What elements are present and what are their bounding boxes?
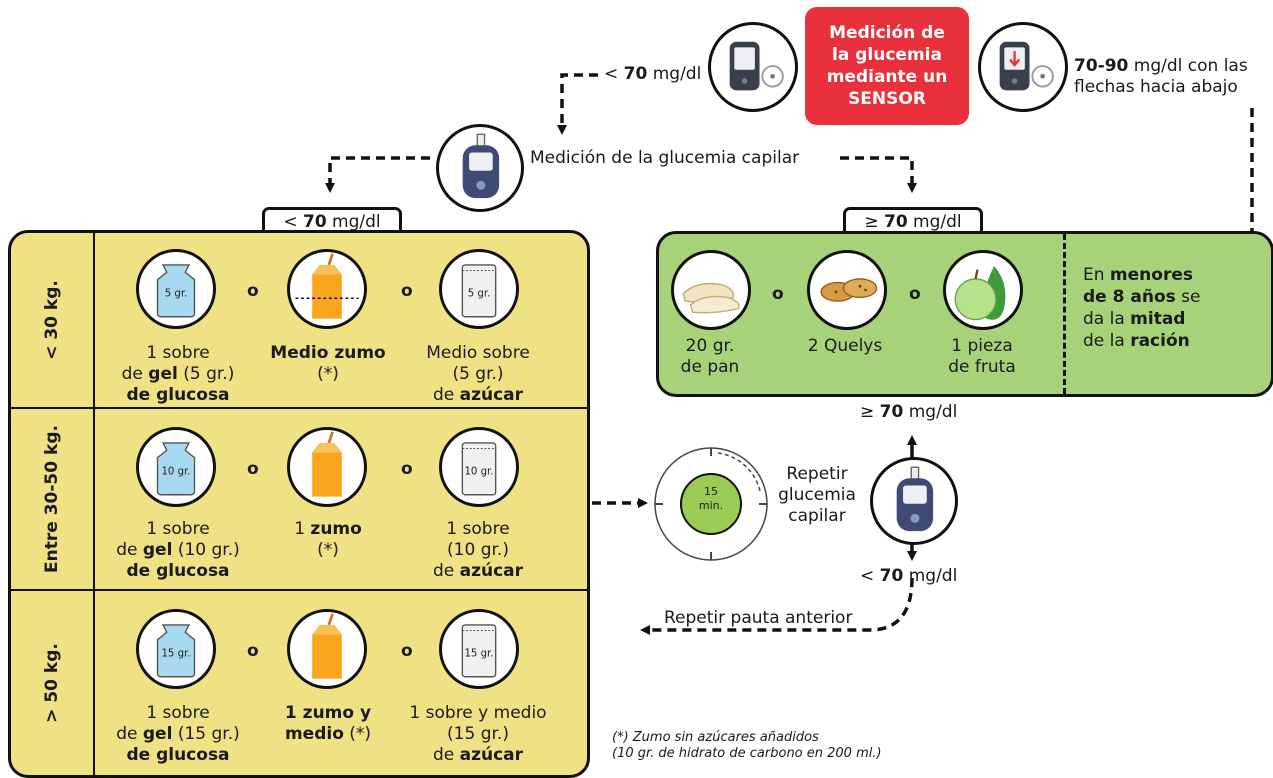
footnote: (*) Zumo sin azúcares añadidos (10 gr. d… [612, 730, 882, 761]
sugar-sachet-icon: 10 gr. [439, 427, 519, 507]
or-label: o [247, 459, 259, 479]
children-half-portion-note: En menores de 8 años se da la mitad de l… [1083, 265, 1201, 351]
svg-text:10 gr.: 10 gr. [464, 466, 493, 477]
juice-dose-label: Medio zumo (*) [270, 343, 386, 384]
dashed-divider [1063, 234, 1066, 394]
glucose-gel-icon: 5 gr. [136, 249, 216, 329]
juice-dose-label: 1 zumo y medio (*) [284, 703, 372, 744]
or-label: o [247, 281, 259, 301]
normal-glucose-snack-panel: o o 20 gr. de pan 2 Quelys 1 pieza de fr… [656, 231, 1273, 397]
or-label: o [401, 281, 413, 301]
gel-dose-label: 1 sobre de gel (15 gr.) de glucosa [116, 703, 240, 765]
repeat-capillary-label: Repetir glucemia capilar [778, 464, 856, 526]
juice-box-icon [287, 609, 367, 689]
crackers-icon [807, 250, 887, 330]
half-juice-icon [287, 249, 367, 329]
gel-dose-label: 1 sobre de gel (10 gr.) de glucosa [116, 519, 240, 581]
svg-text:5 gr.: 5 gr. [468, 288, 491, 299]
fruit-icon [943, 250, 1023, 330]
repeat-previous-label: Repetir pauta anterior [664, 608, 853, 628]
crackers-portion-label: 2 Quelys [807, 336, 883, 356]
svg-text:10 gr.: 10 gr. [161, 466, 190, 477]
sensor-reader-down-arrow-icon [978, 22, 1068, 112]
or-label: o [909, 284, 921, 304]
capillary-measurement-label: Medición de la glucemia capilar [530, 148, 800, 168]
or-label: o [247, 641, 259, 661]
sensor-reader-icon [708, 22, 798, 112]
sensor-line-3: mediante un [826, 67, 948, 87]
timer-dial: 15 min. [652, 445, 770, 563]
svg-text:5 gr.: 5 gr. [165, 288, 188, 299]
sugar-sachet-icon: 15 gr. [439, 609, 519, 689]
or-label: o [401, 641, 413, 661]
top-left-threshold: < 70 mg/dl [604, 64, 702, 84]
or-label: o [401, 459, 413, 479]
glucose-gel-icon: 10 gr. [136, 427, 216, 507]
sensor-line-1: Medición de [829, 23, 945, 43]
sensor-line-2: la glucemia [832, 45, 942, 65]
weight-label-row-1: < 30 kg. [41, 280, 62, 360]
sensor-measurement-box: Medición de la glucemia mediante un SENS… [805, 7, 969, 125]
juice-box-icon [287, 427, 367, 507]
row-divider [11, 407, 587, 409]
column-divider [93, 233, 95, 775]
after-high-threshold: ≥ 70 mg/dl [860, 402, 958, 422]
glucometer-icon [436, 124, 524, 212]
gel-dose-label: 1 sobre de gel (5 gr.) de glucosa [121, 343, 235, 405]
bread-portion-label: 20 gr. de pan [680, 336, 740, 377]
sugar-dose-label: 1 sobre (10 gr.) de azúcar [432, 519, 524, 581]
sugar-sachet-icon: 5 gr. [439, 249, 519, 329]
sugar-dose-label: Medio sobre (5 gr.) de azúcar [426, 343, 530, 405]
glucometer-icon [870, 457, 958, 545]
timer-label: 15 min. [698, 485, 724, 512]
bread-icon [671, 250, 751, 330]
glucose-gel-icon: 15 gr. [136, 609, 216, 689]
svg-text:15 gr.: 15 gr. [464, 648, 493, 659]
after-low-threshold: < 70 mg/dl [860, 566, 958, 586]
sugar-dose-label: 1 sobre y medio (15 gr.) de azúcar [409, 703, 547, 765]
or-label: o [772, 284, 784, 304]
top-right-threshold: 70-90 mg/dl con las flechas hacia abajo [1074, 56, 1248, 97]
low-glucose-treatment-panel: < 30 kg. Entre 30-50 kg. > 50 kg. 5 gr. … [8, 230, 590, 778]
sensor-line-4: SENSOR [848, 89, 926, 109]
weight-label-row-2: Entre 30-50 kg. [42, 425, 62, 573]
juice-dose-label: 1 zumo (*) [294, 519, 362, 560]
fruit-portion-label: 1 pieza de fruta [948, 336, 1016, 377]
svg-text:15 gr.: 15 gr. [161, 648, 190, 659]
weight-label-row-3: > 50 kg. [41, 643, 62, 723]
row-divider [11, 589, 587, 591]
